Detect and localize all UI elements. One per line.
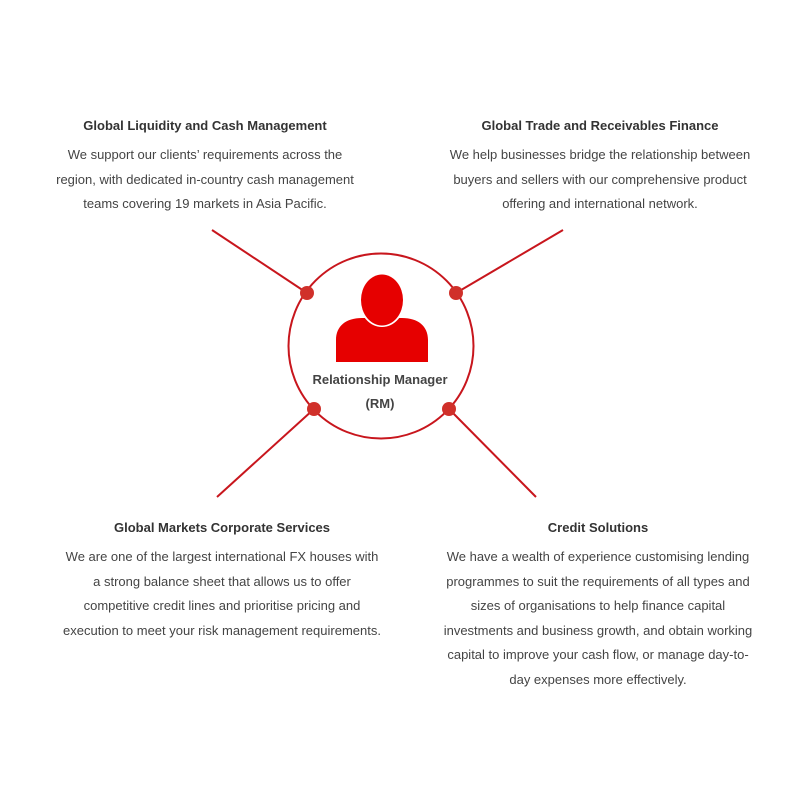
service-block-markets: Global Markets Corporate Services We are…: [40, 519, 404, 643]
desc-line: investments and business growth, and obt…: [443, 622, 753, 638]
connector-line-top-right: [455, 229, 564, 294]
service-description: We support our clients’ requirements acr…: [40, 143, 370, 217]
desc-line: offering and international network.: [502, 196, 698, 211]
desc-line: a strong balance sheet that allows us to…: [93, 573, 351, 589]
connector-line-top-left: [211, 229, 308, 294]
service-title: Global Liquidity and Cash Management: [83, 118, 327, 133]
service-title: Global Trade and Receivables Finance: [481, 118, 719, 133]
desc-line: programmes to suit the requirements of a…: [446, 573, 750, 589]
service-title: Global Markets Corporate Services: [113, 520, 331, 535]
desc-line: region, with dedicated in-country cash m…: [56, 171, 354, 187]
desc-line: day expenses more effectively.: [509, 671, 687, 687]
connector-node-top-right: [449, 286, 463, 300]
connector-node-top-left: [300, 286, 314, 300]
connector-node-bottom-left: [307, 402, 321, 416]
desc-line: buyers and sellers with our comprehensiv…: [453, 171, 747, 187]
rm-label: Relationship Manager (RM): [300, 368, 460, 416]
desc-line: We are one of the largest international …: [65, 549, 379, 564]
service-description: We help businesses bridge the relationsh…: [430, 143, 770, 217]
desc-line: execution to meet your risk management r…: [63, 622, 381, 638]
rm-label-line1: Relationship Manager: [312, 372, 448, 387]
connector-node-bottom-right: [442, 402, 456, 416]
desc-line: sizes of organisations to help finance c…: [470, 598, 726, 613]
desc-line: teams covering 19 markets in Asia Pacifi…: [83, 196, 327, 211]
connector-line-bottom-right: [448, 408, 537, 498]
service-description: We have a wealth of experience customisi…: [420, 545, 776, 692]
desc-line: We help businesses bridge the relationsh…: [449, 147, 751, 162]
service-block-liquidity: Global Liquidity and Cash Management We …: [40, 117, 370, 217]
service-block-credit: Credit Solutions We have a wealth of exp…: [420, 519, 776, 692]
rm-label-line2: (RM): [365, 396, 395, 411]
desc-line: capital to improve your cash flow, or ma…: [447, 647, 749, 662]
person-icon: [336, 273, 428, 362]
desc-line: We support our clients’ requirements acr…: [67, 147, 343, 162]
service-block-trade: Global Trade and Receivables Finance We …: [430, 117, 770, 217]
service-description: We are one of the largest international …: [40, 545, 404, 643]
desc-line: competitive credit lines and prioritise …: [83, 598, 361, 613]
desc-line: We have a wealth of experience customisi…: [446, 549, 750, 564]
connector-line-bottom-left: [216, 408, 315, 498]
service-title: Credit Solutions: [547, 520, 649, 535]
